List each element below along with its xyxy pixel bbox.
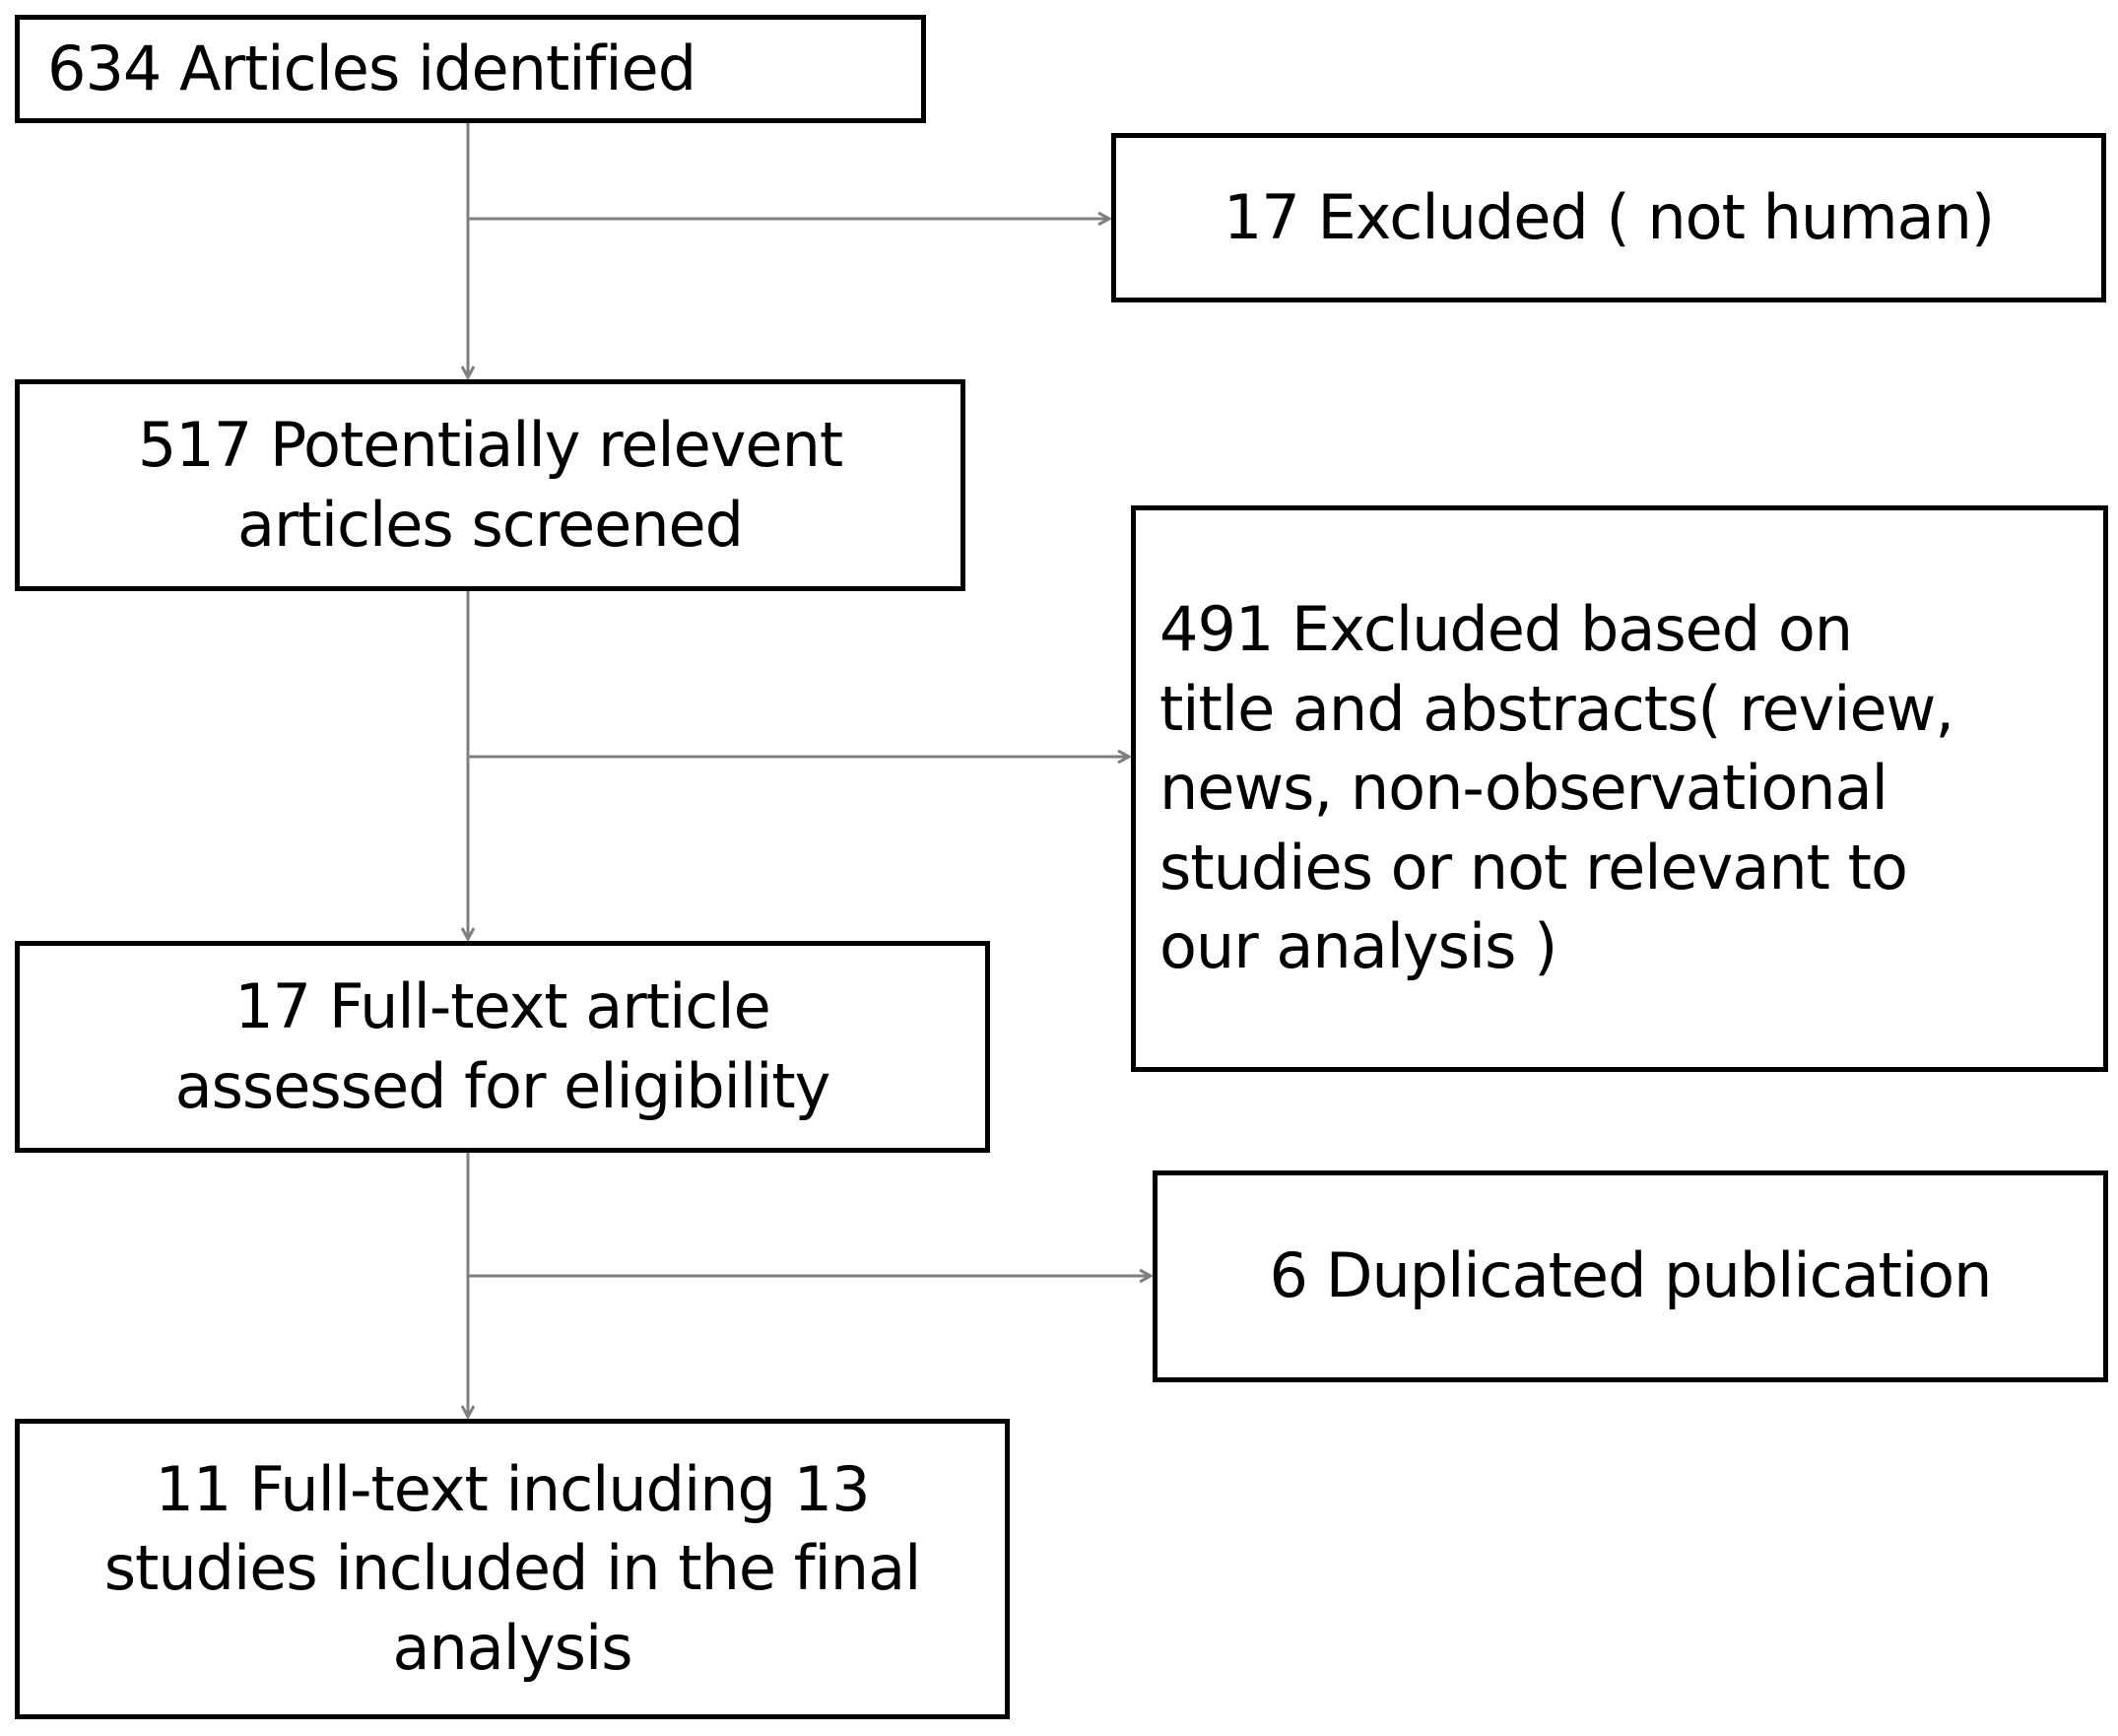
node-excluded-title-abstract: 491 Excluded based on title and abstract…: [1131, 505, 2108, 1072]
node-articles-identified: 634 Articles identified: [15, 15, 926, 123]
node-duplicated-publication: 6 Duplicated publication: [1153, 1170, 2108, 1382]
node-articles-screened-text: 517 Potentially relevent articles screen…: [137, 408, 843, 561]
node-excluded-not-human: 17 Excluded ( not human): [1111, 133, 2106, 302]
node-studies-included-text: 11 Full-text including 13 studies includ…: [103, 1452, 922, 1684]
node-duplicated-publication-text: 6 Duplicated publication: [1269, 1239, 1993, 1312]
node-articles-identified-text: 634 Articles identified: [47, 32, 696, 104]
node-excluded-title-abstract-text: 491 Excluded based on title and abstract…: [1159, 593, 1954, 983]
node-studies-included: 11 Full-text including 13 studies includ…: [15, 1419, 1010, 1719]
node-articles-screened: 517 Potentially relevent articles screen…: [15, 379, 965, 591]
node-fulltext-assessed-text: 17 Full-text article assessed for eligib…: [174, 969, 831, 1122]
node-fulltext-assessed: 17 Full-text article assessed for eligib…: [15, 941, 990, 1153]
node-excluded-not-human-text: 17 Excluded ( not human): [1223, 180, 1995, 253]
